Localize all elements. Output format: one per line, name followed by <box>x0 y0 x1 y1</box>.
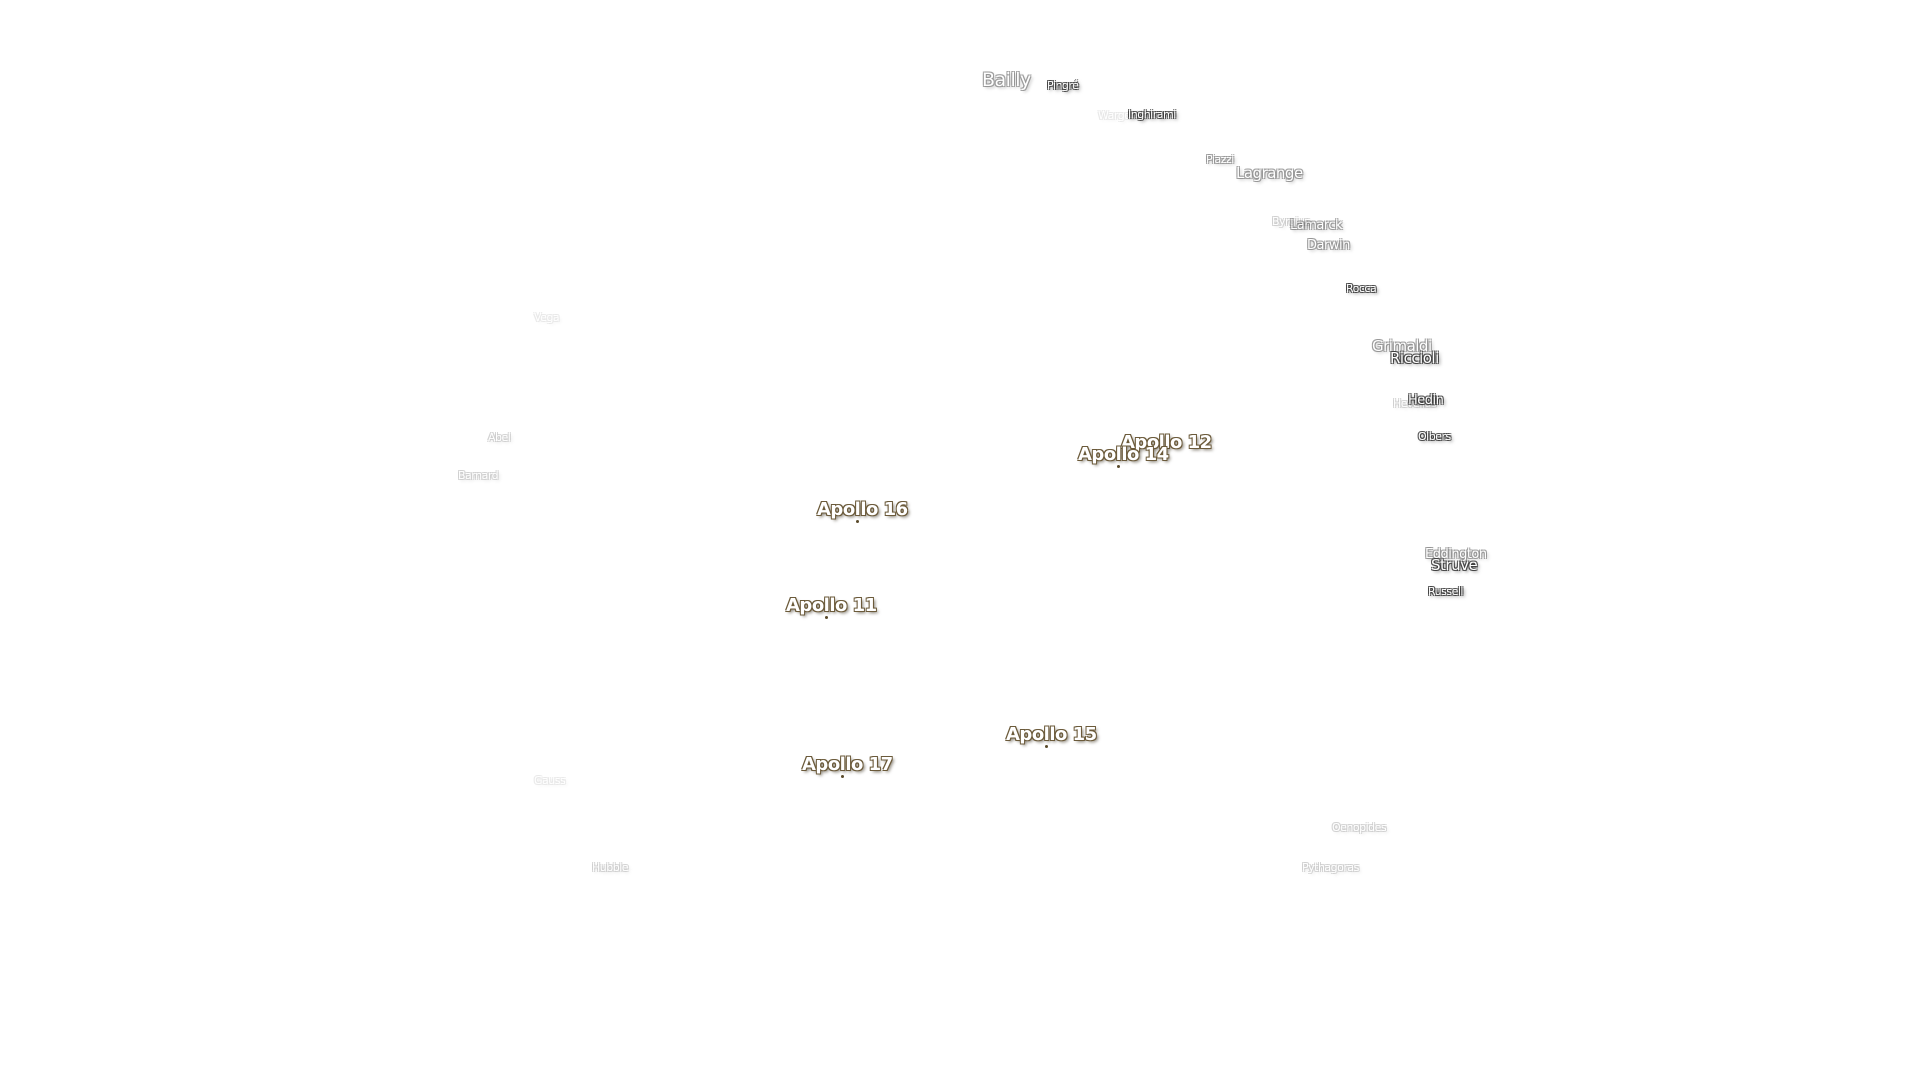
crater-label-darwin[interactable]: Darwin <box>1307 238 1350 253</box>
apollo-11-site-marker[interactable] <box>825 616 828 619</box>
crater-label-olbers[interactable]: Olbers <box>1418 430 1451 443</box>
apollo-12-site-marker[interactable] <box>1160 453 1163 456</box>
crater-label-hubble[interactable]: Hubble <box>592 861 629 874</box>
crater-label-rocca[interactable]: Rocca <box>1346 282 1377 295</box>
apollo-11-label[interactable]: Apollo 11 <box>786 595 877 616</box>
apollo-14-site-marker[interactable] <box>1117 465 1120 468</box>
crater-label-bailly[interactable]: Bailly <box>982 69 1031 91</box>
crater-label-piazzi[interactable]: Piazzi <box>1206 153 1234 166</box>
crater-label-inghirami[interactable]: Inghirami <box>1128 108 1176 121</box>
crater-label-wargentin[interactable]: Wargentin <box>1098 109 1150 122</box>
crater-label-struve[interactable]: Struve <box>1431 556 1478 574</box>
crater-label-pingre[interactable]: Pingré <box>1047 79 1079 92</box>
crater-label-hedin[interactable]: Hedin <box>1408 393 1444 408</box>
crater-label-abel[interactable]: Abel <box>488 431 511 444</box>
crater-label-lagrange[interactable]: Lagrange <box>1236 164 1303 182</box>
crater-label-russell[interactable]: Russell <box>1428 585 1463 598</box>
apollo-16-site-marker[interactable] <box>856 520 859 523</box>
apollo-17-site-marker[interactable] <box>841 775 844 778</box>
apollo-14-label[interactable]: Apollo 14 <box>1078 444 1169 465</box>
apollo-16-label[interactable]: Apollo 16 <box>817 499 908 520</box>
crater-label-vega[interactable]: Vega <box>534 311 560 324</box>
crater-label-eddington[interactable]: Eddington <box>1425 547 1487 562</box>
crater-label-pythagoras[interactable]: Pythagoras <box>1302 861 1359 874</box>
crater-label-hevelius[interactable]: Hevelius <box>1393 397 1437 410</box>
apollo-15-label[interactable]: Apollo 15 <box>1006 724 1097 745</box>
apollo-15-site-marker[interactable] <box>1045 745 1048 748</box>
apollo-17-label[interactable]: Apollo 17 <box>802 754 893 775</box>
crater-label-riccioli[interactable]: Riccioli <box>1390 349 1439 367</box>
crater-label-grimaldi[interactable]: Grimaldi <box>1372 337 1432 355</box>
crater-label-barnard[interactable]: Barnard <box>458 469 499 482</box>
crater-label-byrgius[interactable]: Byrgius <box>1272 215 1310 228</box>
crater-label-gauss[interactable]: Gauss <box>534 774 566 787</box>
crater-label-oenopides[interactable]: Oenopides <box>1332 821 1387 834</box>
crater-label-lamarck[interactable]: Lamarck <box>1290 218 1343 233</box>
apollo-12-label[interactable]: Apollo 12 <box>1121 432 1212 453</box>
